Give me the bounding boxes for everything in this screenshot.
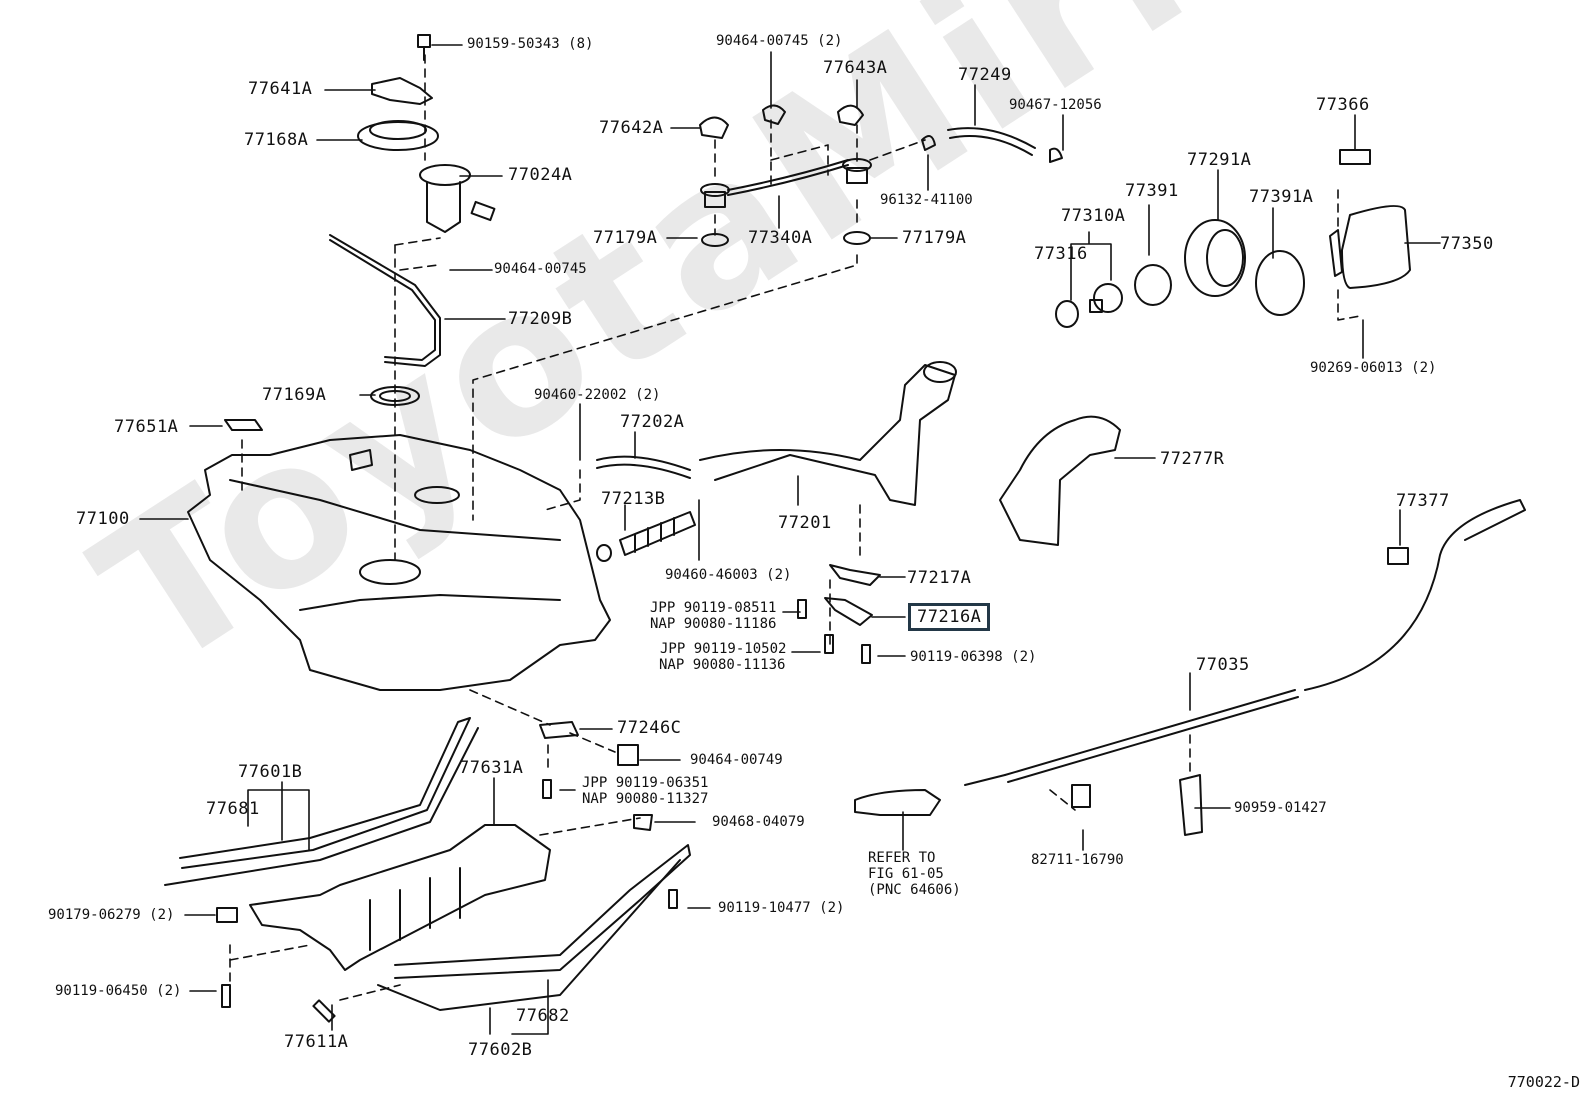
part-label-77601b[interactable]: 77601B	[238, 762, 303, 782]
part-label-77377[interactable]: 77377	[1396, 491, 1450, 511]
part-label-77641a[interactable]: 77641A	[248, 79, 313, 99]
part-label-90959-01427[interactable]: 90959-01427	[1234, 800, 1327, 816]
parts-outlines	[164, 34, 1526, 1023]
part-label-77391[interactable]: 77391	[1125, 181, 1179, 201]
part-label-90464-00749[interactable]: 90464-00749	[690, 752, 783, 768]
part-label-77213b[interactable]: 77213B	[601, 489, 666, 509]
part-label-77209b[interactable]: 77209B	[508, 309, 573, 329]
part-label-77391a[interactable]: 77391A	[1249, 187, 1314, 207]
part-label-77642a[interactable]: 77642A	[599, 118, 664, 138]
part-label-90464-00745-2[interactable]: 90464-00745 (2)	[716, 33, 843, 49]
leader-lines	[139, 44, 1441, 1035]
part-label-90179-06279[interactable]: 90179-06279 (2)	[48, 907, 175, 923]
part-label-nap-90080-11186[interactable]: NAP 90080-11186	[650, 616, 777, 632]
part-label-77202a[interactable]: 77202A	[620, 412, 685, 432]
part-label-77246c[interactable]: 77246C	[617, 718, 682, 738]
part-label-90119-10477[interactable]: 90119-10477 (2)	[718, 900, 845, 916]
part-label-jpp-90119-06351[interactable]: JPP 90119-06351	[582, 775, 709, 791]
part-label-77366[interactable]: 77366	[1316, 95, 1370, 115]
part-label-90119-06398[interactable]: 90119-06398 (2)	[910, 649, 1037, 665]
part-label-77681[interactable]: 77681	[206, 799, 260, 819]
part-label-77179a-left[interactable]: 77179A	[593, 228, 658, 248]
part-label-77602b[interactable]: 77602B	[468, 1040, 533, 1060]
part-label-77350[interactable]: 77350	[1440, 234, 1494, 254]
part-label-77316[interactable]: 77316	[1034, 244, 1088, 264]
part-label-jpp-90119-08511[interactable]: JPP 90119-08511	[650, 600, 777, 616]
part-label-77169a[interactable]: 77169A	[262, 385, 327, 405]
part-label-jpp-90119-10502[interactable]: JPP 90119-10502	[660, 641, 787, 657]
part-label-77216a-highlighted[interactable]: 77216A	[908, 603, 991, 631]
part-label-77179a-right[interactable]: 77179A	[902, 228, 967, 248]
reference-note[interactable]: REFER TO FIG 61-05 (PNC 64606)	[868, 850, 961, 898]
part-label-77201[interactable]: 77201	[778, 513, 832, 533]
part-label-77651a[interactable]: 77651A	[114, 417, 179, 437]
part-label-nap-90080-11327[interactable]: NAP 90080-11327	[582, 791, 709, 807]
part-label-77168a[interactable]: 77168A	[244, 130, 309, 150]
part-label-90464-00745[interactable]: 90464-00745	[494, 261, 587, 277]
part-label-90119-06450[interactable]: 90119-06450 (2)	[55, 983, 182, 999]
part-label-77611a[interactable]: 77611A	[284, 1032, 349, 1052]
part-label-82711-16790[interactable]: 82711-16790	[1031, 852, 1124, 868]
part-label-90460-46003[interactable]: 90460-46003 (2)	[665, 567, 792, 583]
part-label-77340a[interactable]: 77340A	[748, 228, 813, 248]
assembly-lines	[229, 54, 1361, 1001]
part-label-nap-90080-11136[interactable]: NAP 90080-11136	[659, 657, 786, 673]
part-label-90159-50343[interactable]: 90159-50343 (8)	[467, 36, 594, 52]
part-label-77631a[interactable]: 77631A	[459, 758, 524, 778]
part-label-77682[interactable]: 77682	[516, 1006, 570, 1026]
part-label-77310a[interactable]: 77310A	[1061, 206, 1126, 226]
part-label-77643a[interactable]: 77643A	[823, 58, 888, 78]
part-label-90269-06013[interactable]: 90269-06013 (2)	[1310, 360, 1437, 376]
part-label-77249[interactable]: 77249	[958, 65, 1012, 85]
part-label-77217a[interactable]: 77217A	[907, 568, 972, 588]
part-label-77277r[interactable]: 77277R	[1160, 449, 1225, 469]
part-label-96132-41100[interactable]: 96132-41100	[880, 192, 973, 208]
part-label-77035[interactable]: 77035	[1196, 655, 1250, 675]
figure-code: 770022-D	[1507, 1073, 1580, 1091]
part-label-77024a[interactable]: 77024A	[508, 165, 573, 185]
part-label-77100[interactable]: 77100	[76, 509, 130, 529]
part-label-90467-12056[interactable]: 90467-12056	[1009, 97, 1102, 113]
part-label-77291a[interactable]: 77291A	[1187, 150, 1252, 170]
part-label-90460-22002[interactable]: 90460-22002 (2)	[534, 387, 661, 403]
part-label-90468-04079[interactable]: 90468-04079	[712, 814, 805, 830]
